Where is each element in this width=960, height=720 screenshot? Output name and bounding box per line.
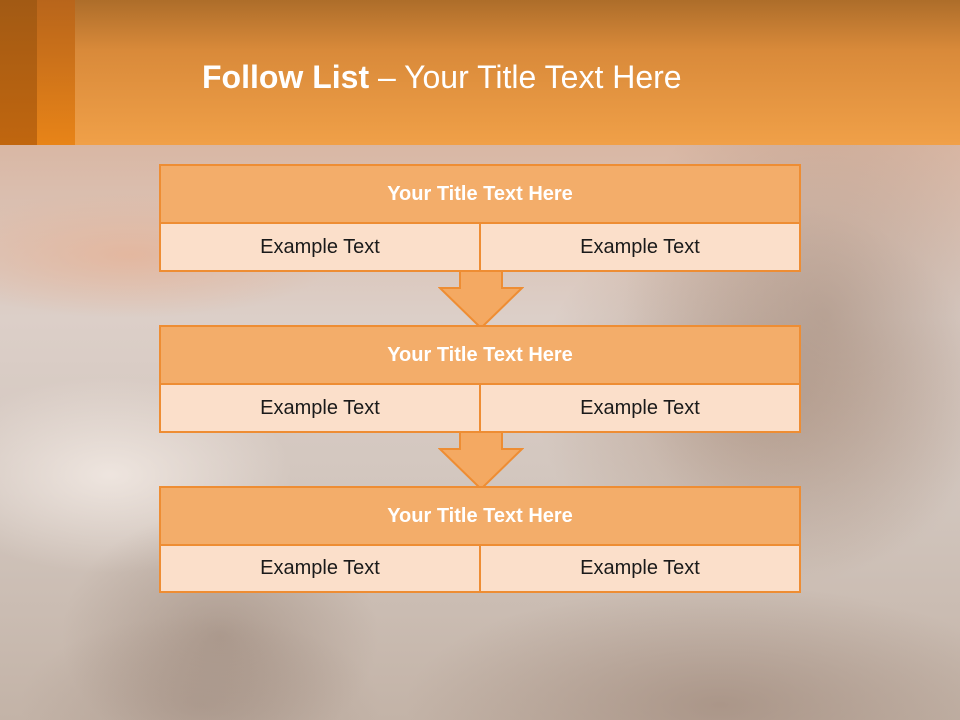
slide-title-bold: Follow List [202, 59, 370, 95]
block-row: Example Text Example Text [161, 385, 799, 431]
header-bar [0, 0, 960, 145]
block-title: Your Title Text Here [161, 488, 799, 546]
header-stripe-light [37, 0, 75, 145]
down-arrow-icon [438, 431, 524, 491]
down-arrow-icon [438, 270, 524, 330]
list-block-3[interactable]: Your Title Text Here Example Text Exampl… [159, 486, 801, 593]
block-row: Example Text Example Text [161, 546, 799, 591]
block-cell-left: Example Text [260, 235, 380, 258]
header-stripe-dark [0, 0, 37, 145]
slide-title[interactable]: Follow List – Your Title Text Here [202, 55, 682, 99]
list-block-1[interactable]: Your Title Text Here Example Text Exampl… [159, 164, 801, 272]
block-title: Your Title Text Here [161, 166, 799, 224]
block-title: Your Title Text Here [161, 327, 799, 385]
list-block-2[interactable]: Your Title Text Here Example Text Exampl… [159, 325, 801, 433]
block-cell-left: Example Text [260, 396, 380, 419]
block-cell-right: Example Text [479, 546, 799, 591]
block-cell-right: Example Text [479, 385, 799, 431]
slide-title-rest: – Your Title Text Here [369, 59, 682, 95]
block-cell-left: Example Text [260, 557, 380, 579]
block-cell-right: Example Text [479, 224, 799, 270]
block-row: Example Text Example Text [161, 224, 799, 270]
